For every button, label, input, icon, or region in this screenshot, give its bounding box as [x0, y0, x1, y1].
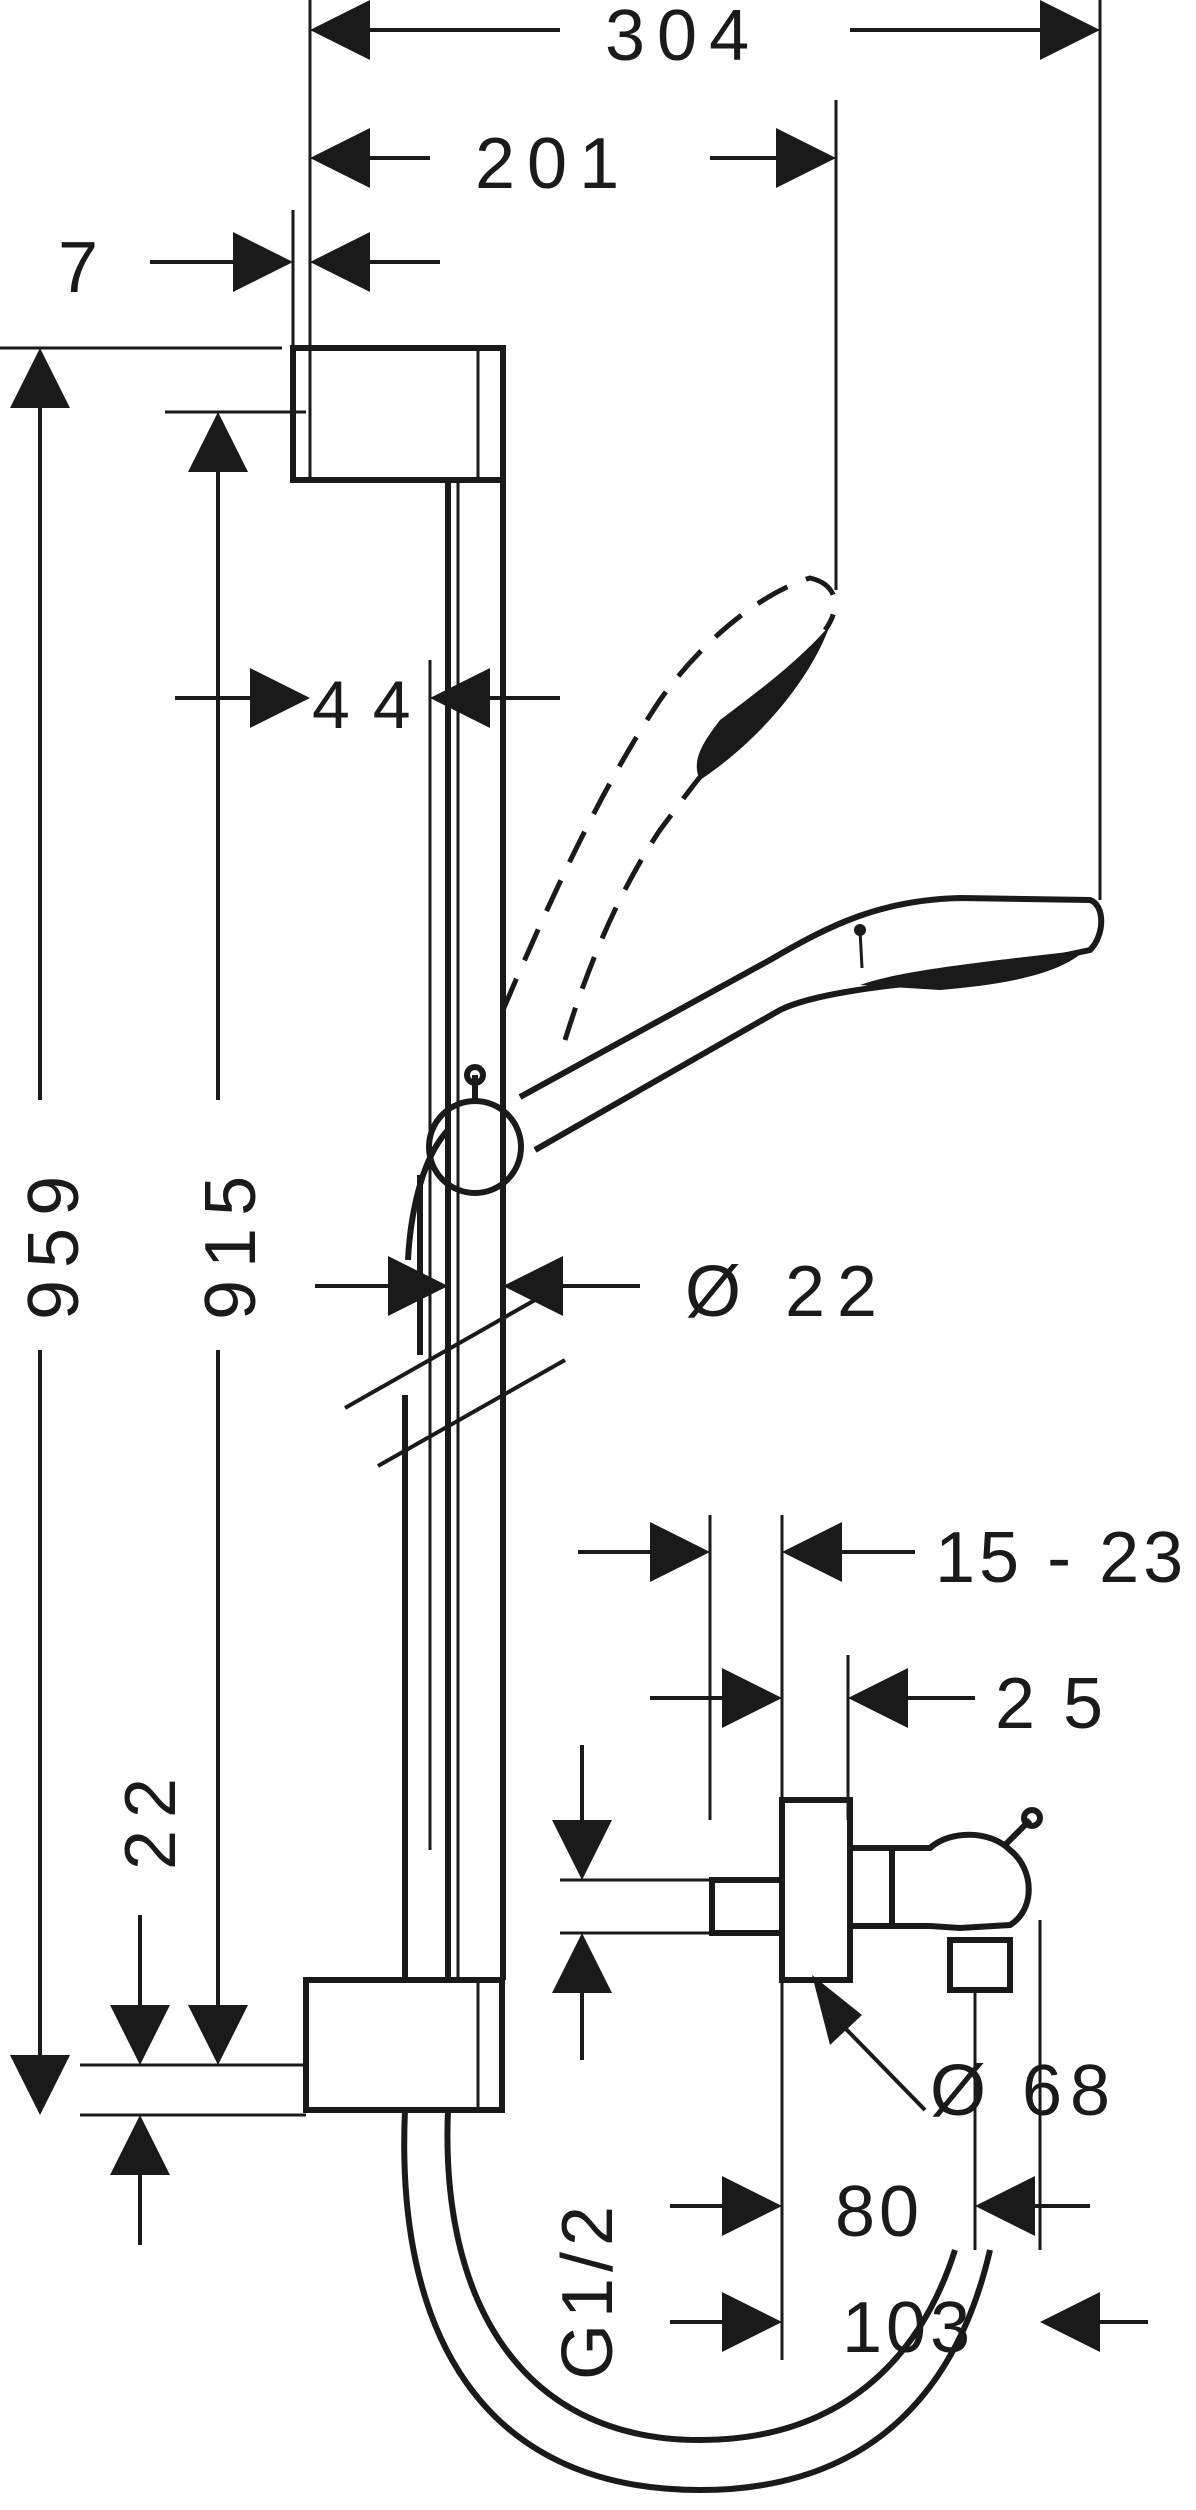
- dim-959: 959: [10, 348, 94, 2115]
- dim-80: 80: [670, 1980, 1090, 2360]
- dim-dia68-label: Ø 68: [930, 2051, 1118, 2131]
- wall-outlet: [560, 1515, 1043, 2250]
- dim-103-label: 103: [842, 2288, 974, 2368]
- hand-shower: [518, 894, 1105, 1153]
- dim-915: 915: [188, 412, 271, 2065]
- dim-dia22-label: Ø 22: [685, 1252, 889, 1332]
- dim-304: 304: [310, 0, 1100, 76]
- dim-201: 201: [310, 124, 836, 204]
- dim-25-label: 2 5: [995, 1664, 1107, 1744]
- dim-915-label: 915: [191, 1164, 271, 1320]
- dim-80-label: 80: [835, 2172, 923, 2252]
- dim-g12-label: G1/2: [548, 2200, 628, 2380]
- dim-15-23-label: 15 - 23: [935, 1518, 1187, 1598]
- dim-dia22: Ø 22: [315, 1252, 889, 1332]
- dim-15-23: 15 - 23: [578, 1518, 1187, 1598]
- dim-44-label: 4 4: [312, 667, 413, 743]
- slide-rail: [290, 345, 566, 1980]
- dim-44: 4 4: [175, 660, 560, 1850]
- dim-22-bottom: 22: [80, 1766, 306, 2245]
- dim-959-label: 959: [14, 1164, 94, 1320]
- dim-7: 7: [58, 228, 440, 308]
- dim-7-label: 7: [58, 228, 110, 308]
- bottom-bracket: [303, 1977, 505, 2113]
- dim-g12: G1/2: [548, 1745, 628, 2380]
- dim-dia68: Ø 68: [812, 1975, 1118, 2131]
- dim-25: 2 5: [650, 1664, 1107, 1744]
- dim-201-label: 201: [475, 124, 631, 204]
- slider-knob: [426, 1064, 524, 1196]
- dim-22-bottom-label: 22: [111, 1766, 191, 1870]
- hand-shower-dashed: [500, 575, 838, 1041]
- dim-103: 103: [670, 2288, 1148, 2368]
- shower-hose: [401, 1127, 993, 2494]
- dim-304-label: 304: [605, 0, 761, 76]
